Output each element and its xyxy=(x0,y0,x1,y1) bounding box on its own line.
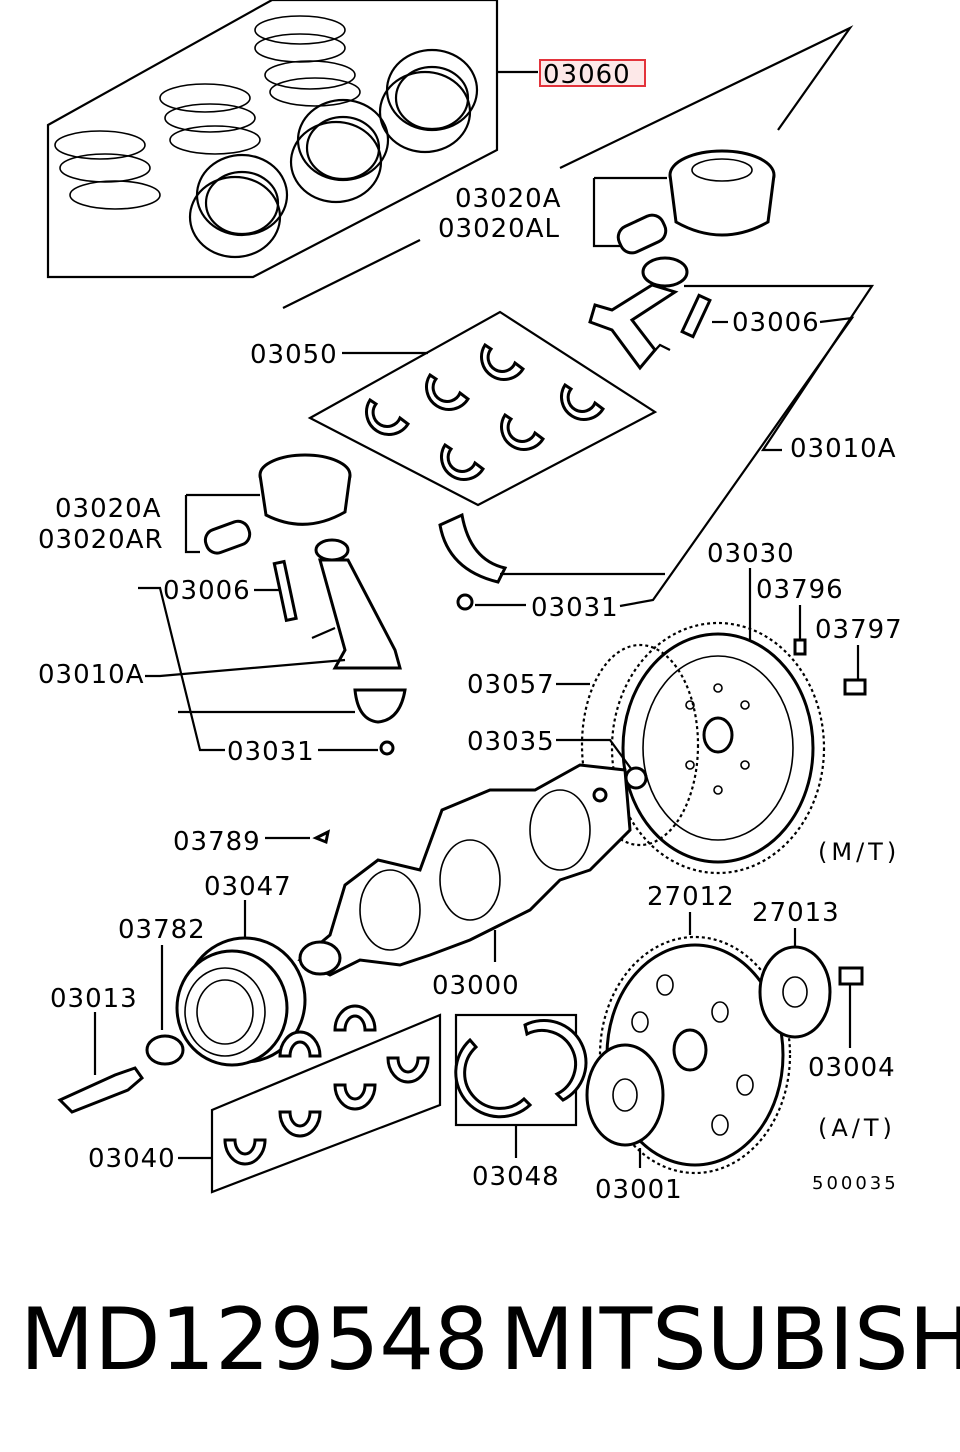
perspective-line xyxy=(559,25,854,169)
callout-03050: 03050 xyxy=(250,340,338,370)
piston-left-illustration xyxy=(184,453,352,555)
callout-27012: 27012 xyxy=(647,882,735,912)
callout-03006: 03006 xyxy=(732,308,820,338)
callout-03004: 03004 xyxy=(808,1053,896,1083)
callout-03048: 03048 xyxy=(472,1162,560,1192)
brand-name: MITSUBISHI xyxy=(500,1290,960,1390)
callout-03796: 03796 xyxy=(756,575,844,605)
connecting-rod-cap-illustration xyxy=(438,512,665,611)
callout-03031: 03031 xyxy=(531,593,619,623)
callout-03789: 03789 xyxy=(173,827,261,857)
bearing-set-03040-illustration xyxy=(178,1004,442,1194)
product-caption: MD129548 MITSUBISHI xyxy=(0,1285,960,1395)
crank-pulley-illustration xyxy=(57,900,307,1114)
callout-03782: 03782 xyxy=(118,915,206,945)
thrust-washer-set-illustration xyxy=(454,1013,588,1158)
callout-03030: 03030 xyxy=(707,539,795,569)
callout-03060: 03060 xyxy=(543,60,631,90)
dowel-pin xyxy=(793,638,807,656)
perspective-line xyxy=(282,239,421,309)
bracket-line xyxy=(684,284,875,452)
highlight-box xyxy=(539,59,646,87)
callout-03010A: 03010A xyxy=(38,660,145,690)
callout-03020A: 03020A xyxy=(55,494,162,524)
callout-27013: 27013 xyxy=(752,898,840,928)
callout-03057: 03057 xyxy=(467,670,555,700)
crankshaft-illustration xyxy=(297,763,632,977)
piston-ring-set-illustration xyxy=(46,0,538,279)
callout-03020A: 03020A xyxy=(455,184,562,214)
bracket-line xyxy=(619,316,855,608)
figure-code: 500035 xyxy=(812,1173,899,1194)
piston-upper-illustration xyxy=(592,149,776,255)
connecting-rod-upper-illustration xyxy=(588,256,728,371)
bracket-line xyxy=(138,586,225,752)
crankshaft-bearing-set-illustration xyxy=(307,310,658,507)
callout-03047: 03047 xyxy=(204,872,292,902)
callout-03031: 03031 xyxy=(227,737,315,767)
part-number: MD129548 xyxy=(20,1290,489,1390)
at-label: (A/T) xyxy=(818,1114,896,1142)
woodruff-key xyxy=(265,829,331,845)
callout-03000: 03000 xyxy=(432,971,520,1001)
drive-plate-at-illustration xyxy=(585,912,864,1175)
connecting-rod-left-illustration xyxy=(272,538,407,756)
callout-03020AL: 03020AL xyxy=(438,214,560,244)
mt-label: (M/T) xyxy=(818,838,900,866)
callout-03006: 03006 xyxy=(163,576,251,606)
callout-03013: 03013 xyxy=(50,984,138,1014)
flywheel-mt-illustration xyxy=(556,568,867,875)
callout-03020AR: 03020AR xyxy=(38,525,164,555)
callout-03035: 03035 xyxy=(467,727,555,757)
callout-03010A: 03010A xyxy=(790,434,897,464)
callout-03040: 03040 xyxy=(88,1144,176,1174)
leader-line xyxy=(145,658,346,678)
callout-03797: 03797 xyxy=(815,615,903,645)
callout-03001: 03001 xyxy=(595,1175,683,1205)
